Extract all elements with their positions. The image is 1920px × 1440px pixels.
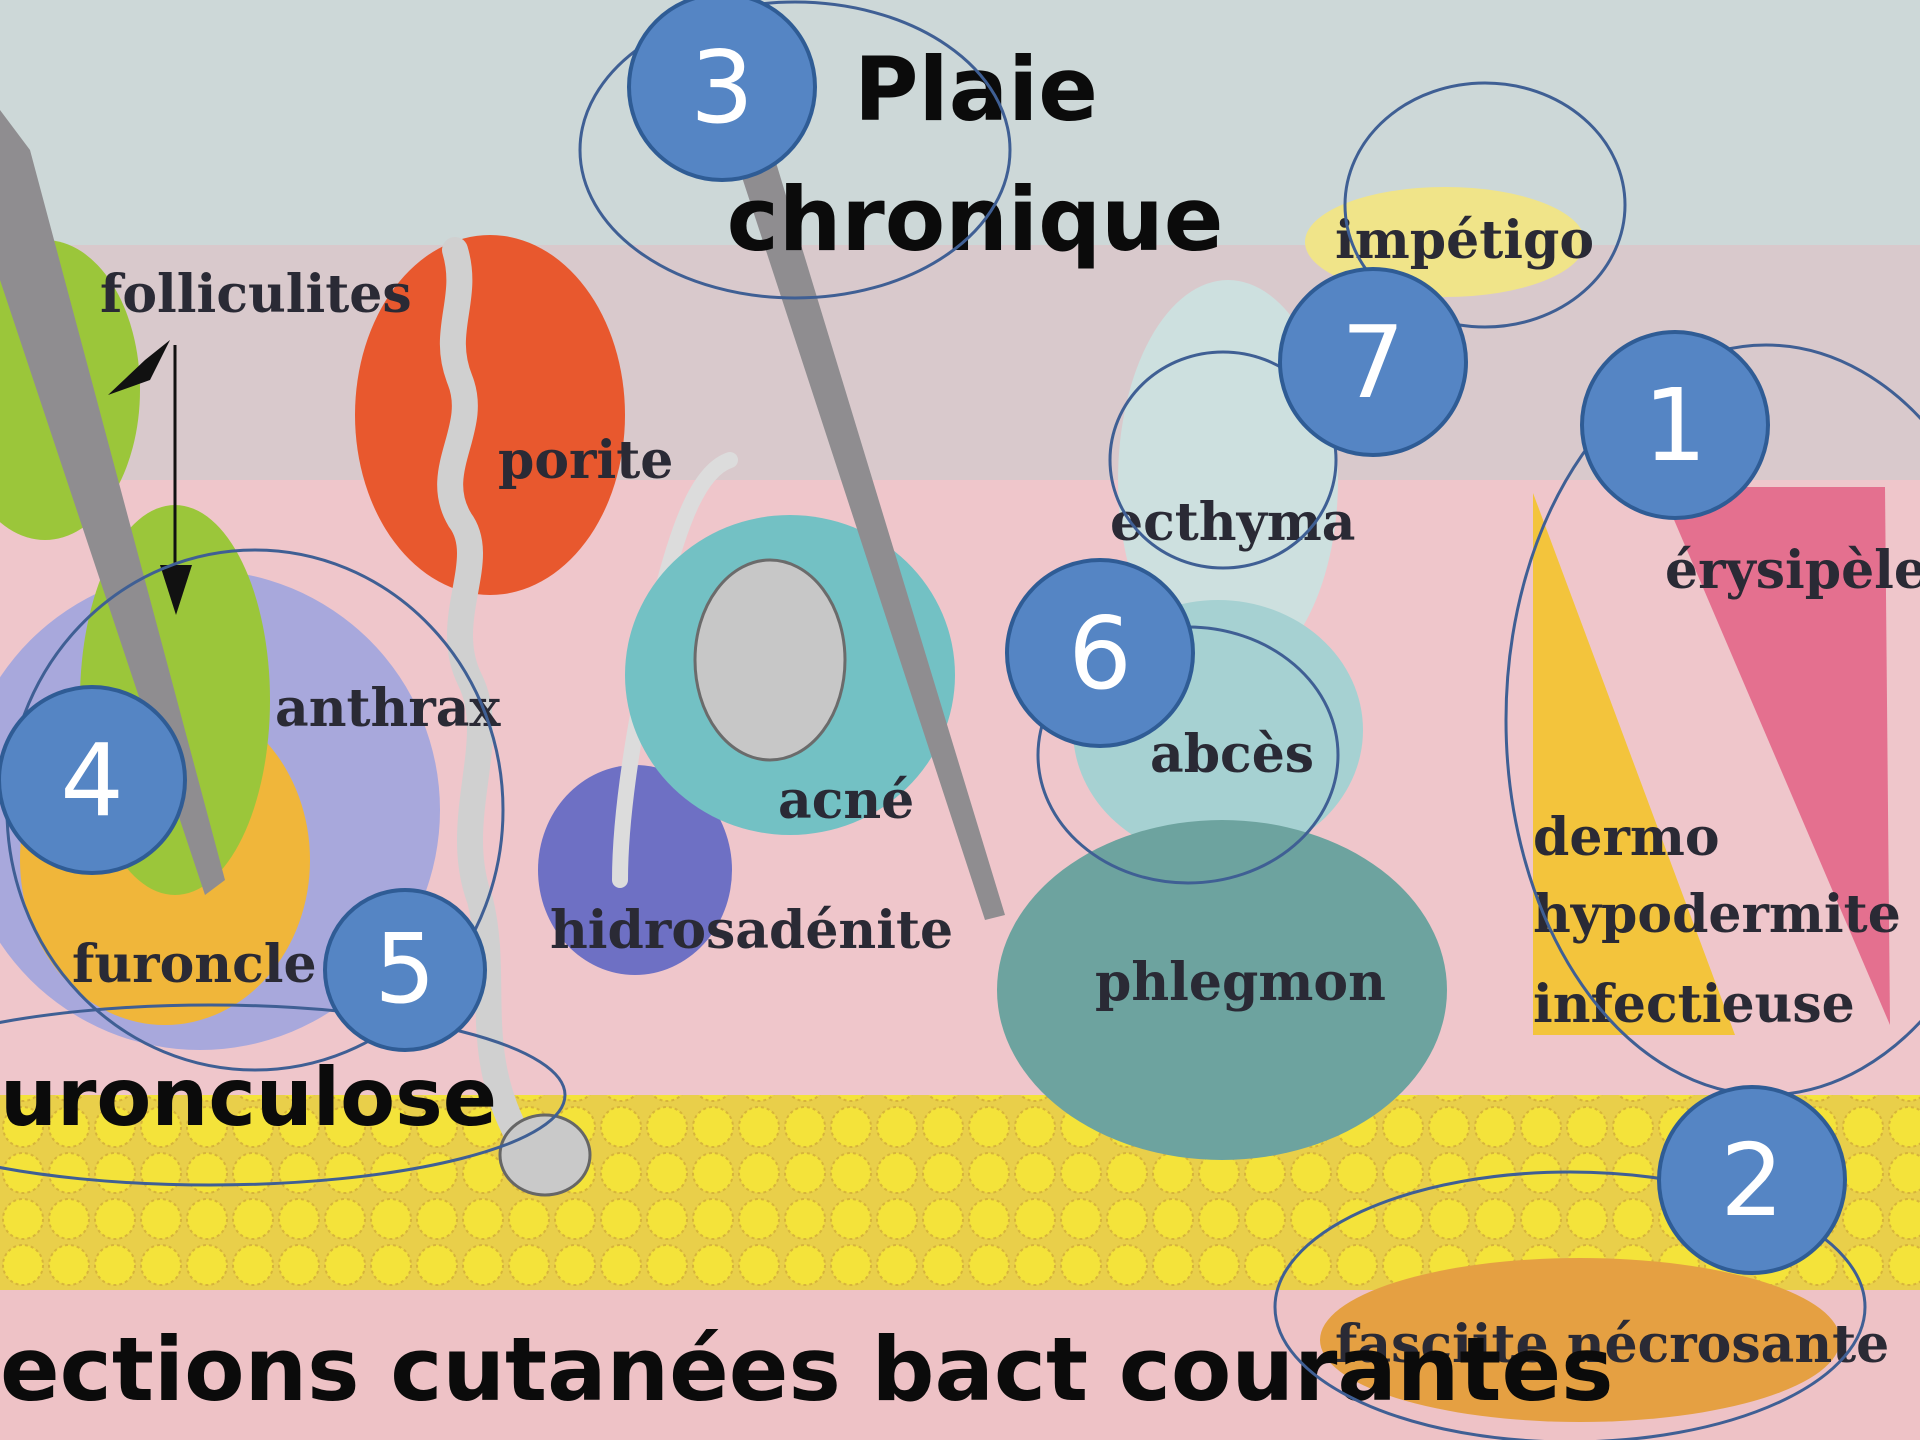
- label-impetigo: impétigo: [1335, 210, 1594, 271]
- marker-5: 5: [325, 890, 485, 1050]
- marker-6-label: 6: [1068, 595, 1132, 712]
- label-dermo: dermo: [1533, 807, 1720, 868]
- label-hypodermite: hypodermite: [1533, 884, 1901, 945]
- marker-2: 2: [1659, 1087, 1845, 1273]
- marker-1-label: 1: [1643, 367, 1707, 484]
- marker-5-label: 5: [374, 913, 435, 1025]
- marker-7-label: 7: [1341, 304, 1405, 421]
- label-abces: abcès: [1150, 724, 1314, 785]
- callout-furonculose: uronculose: [0, 1051, 497, 1144]
- label-hidrosadenite: hidrosadénite: [550, 900, 953, 961]
- porite-gland: [500, 1115, 590, 1195]
- label-folliculites: folliculites: [100, 264, 412, 325]
- marker-3-label: 3: [690, 29, 754, 146]
- marker-1: 1: [1582, 332, 1768, 518]
- marker-2-label: 2: [1720, 1122, 1784, 1239]
- label-acne: acné: [778, 770, 914, 831]
- callout-plaie: Plaie: [854, 38, 1098, 141]
- marker-6: 6: [1007, 560, 1193, 746]
- acne-comedo: [695, 560, 845, 760]
- label-ecthyma: ecthyma: [1110, 492, 1356, 553]
- marker-3: 3: [629, 0, 815, 180]
- marker-4: 4: [0, 687, 185, 873]
- label-erysipele: érysipèle: [1665, 540, 1920, 601]
- callout-chronique: chronique: [727, 168, 1224, 271]
- label-porite: porite: [498, 430, 673, 491]
- label-phlegmon: phlegmon: [1095, 952, 1386, 1013]
- label-anthrax: anthrax: [275, 678, 501, 739]
- marker-7: 7: [1280, 269, 1466, 455]
- label-furoncle: furoncle: [72, 934, 317, 995]
- marker-4-label: 4: [60, 722, 124, 839]
